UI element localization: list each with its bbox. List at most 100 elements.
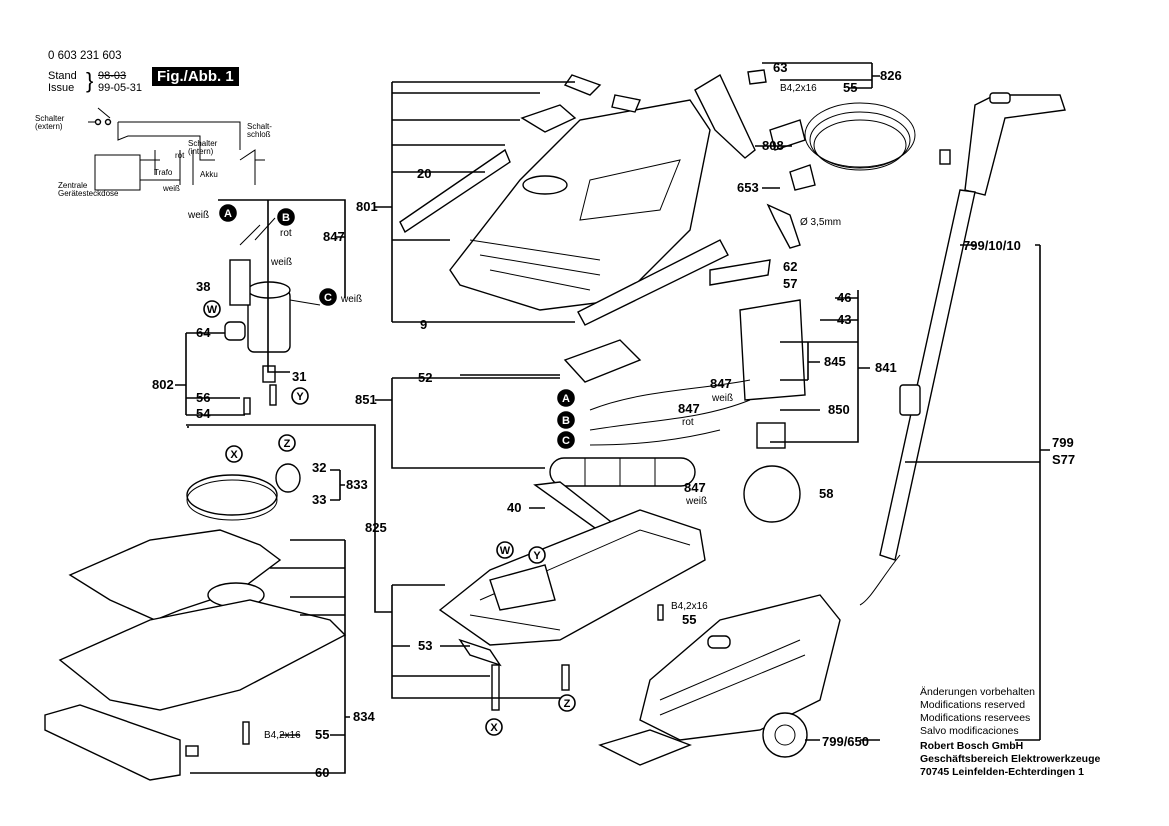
connector-a: A (557, 389, 575, 407)
callout-799-10-10: 799/10/10 (963, 238, 1021, 253)
svg-text:X: X (490, 722, 498, 734)
callout-808: 808 (762, 138, 784, 153)
callout-55-a: 55 (843, 80, 857, 95)
callout-s77: S77 (1052, 452, 1075, 467)
leader-lines (175, 62, 1050, 774)
svg-text:C: C (324, 292, 332, 304)
socket-1: Zentrale (58, 181, 88, 190)
power-cable (694, 69, 916, 249)
callout-847-b: 847 (710, 376, 732, 391)
wiring-schematic: Schalter (extern) Schalter (intern) Scha… (35, 107, 272, 198)
callout-851: 851 (355, 392, 377, 407)
stand-label: Stand (48, 70, 77, 82)
housing-lower (438, 509, 706, 711)
svg-text:Z: Z (564, 698, 571, 710)
hedge-trimmer-assembly (598, 92, 1066, 766)
note-2: Modifications reserved (920, 699, 1026, 711)
switch-intern-1: Schalter (188, 139, 218, 148)
connector-y: Y (291, 387, 309, 405)
callout-799: 799 (1052, 435, 1074, 450)
svg-text:Y: Y (533, 550, 541, 562)
trafo-label: Trafo (154, 168, 173, 177)
connector-x: X (485, 718, 503, 736)
callout-55-c: 55 (315, 727, 329, 742)
motor (224, 217, 321, 415)
lock-1: Schalt- (247, 122, 272, 131)
switch-extern-1: Schalter (35, 114, 65, 123)
svg-text:Z: Z (284, 438, 291, 450)
weiss-c: weiß (340, 294, 362, 305)
callout-801: 801 (356, 199, 378, 214)
company-name: Robert Bosch GmbH (920, 740, 1024, 752)
callout-9: 9 (420, 317, 427, 332)
diameter-note: Ø 3,5mm (800, 217, 841, 228)
callout-847-c: 847 (678, 401, 700, 416)
callout-46: 46 (837, 290, 851, 305)
svg-text:A: A (562, 393, 570, 405)
connector-b: B (557, 411, 575, 429)
svg-text:B: B (562, 415, 570, 427)
akku-label: Akku (200, 170, 218, 179)
callout-834: 834 (353, 709, 375, 724)
connector-a: A (219, 204, 237, 222)
callout-screw-a: B4,2x16 (780, 83, 817, 94)
callout-802: 802 (152, 377, 174, 392)
callout-58: 58 (819, 486, 833, 501)
svg-text:X: X (230, 449, 238, 461)
callout-63: 63 (773, 60, 787, 75)
issue-date: 99-05-31 (98, 82, 143, 94)
callout-850: 850 (828, 402, 850, 417)
note-3: Modifications reservees (920, 712, 1031, 724)
connector-z: Z (278, 434, 296, 452)
callout-653: 653 (737, 180, 759, 195)
callout-52: 52 (418, 370, 432, 385)
housing-upper (399, 74, 771, 326)
figure-title: Fig./Abb. 1 (152, 67, 239, 86)
weiss-label: weiß (162, 184, 180, 193)
callout-64: 64 (196, 325, 211, 340)
callout-847-a: 847 (323, 229, 345, 244)
callout-20: 20 (417, 166, 431, 181)
company-address: 70745 Leinfelden-Echterdingen 1 (920, 766, 1084, 778)
callout-38: 38 (196, 279, 210, 294)
connector-z: Z (558, 694, 576, 712)
note-4: Salvo modificaciones (920, 725, 1019, 737)
callout-screw-c: B4,2x16 (264, 730, 301, 741)
callout-43: 43 (837, 312, 851, 327)
connector-x: X (225, 445, 243, 463)
callout-54: 54 (196, 406, 211, 421)
battery-pack (533, 299, 806, 529)
company-division: Geschäftsbereich Elektrowerkzeuge (920, 753, 1101, 765)
switch-extern-2: (extern) (35, 122, 63, 131)
connector-w: W (496, 541, 514, 559)
connector-c: C (557, 431, 575, 449)
callout-62: 62 (783, 259, 797, 274)
callout-841: 841 (875, 360, 897, 375)
footer-notes: Änderungen vorbehalten Modifications res… (920, 686, 1100, 779)
callout-33: 33 (312, 492, 326, 507)
svg-text:W: W (207, 304, 218, 316)
callout-labels: 826 63 B4,2x16 55 808 653 Ø 3,5mm 799/10… (152, 60, 1075, 780)
issue-label: Issue (48, 82, 75, 94)
weiss-d: weiß (685, 496, 707, 507)
note-1: Änderungen vorbehalten (920, 686, 1036, 698)
connector-w: W (203, 300, 221, 318)
callout-845: 845 (824, 354, 846, 369)
svg-text:B: B (282, 212, 290, 224)
svg-text:W: W (500, 545, 511, 557)
socket-2: Gerätesteckdose (58, 189, 119, 198)
brace: } (86, 68, 94, 93)
connector-c: C (319, 288, 337, 306)
switch-intern-2: (intern) (188, 147, 214, 156)
svg-text:A: A (224, 208, 232, 220)
rot-label: rot (175, 151, 185, 160)
callout-826: 826 (880, 68, 902, 83)
callout-825: 825 (365, 520, 387, 535)
callout-60: 60 (315, 765, 329, 780)
callout-53: 53 (418, 638, 432, 653)
weiss-a: weiß (187, 210, 209, 221)
callout-56: 56 (196, 390, 210, 405)
rot-b: rot (280, 228, 292, 239)
gear-and-blades (44, 463, 347, 781)
